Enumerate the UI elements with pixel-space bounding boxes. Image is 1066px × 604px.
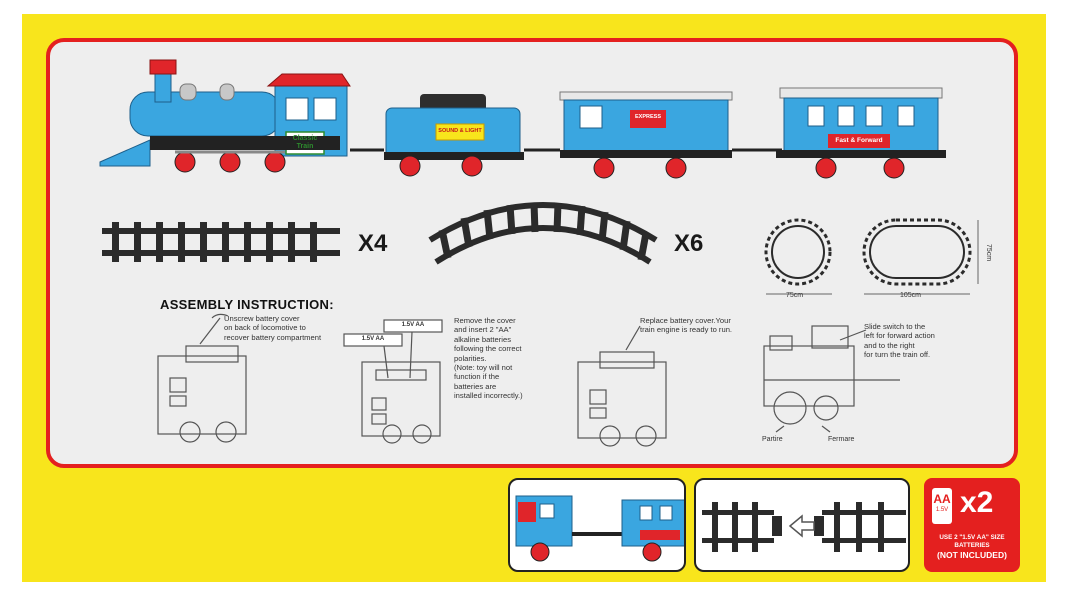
step1-instruction: Unscrew battery cover on back of locomot… [224, 314, 322, 342]
battery-label: 1.5V AA [401, 322, 425, 328]
wheel [461, 155, 483, 177]
locomotive-chassis [150, 136, 340, 150]
assembly-heading: ASSEMBLY INSTRUCTION: [160, 297, 334, 312]
locomotive [99, 59, 351, 173]
coach-window [837, 105, 855, 127]
switch-off-label: Fermare [828, 436, 855, 443]
curved-track-piece [428, 202, 658, 265]
wagon-label-text: EXPRESS [635, 114, 661, 120]
step2-instruction: Remove the cover and insert 2 "AA" alkal… [454, 316, 523, 401]
wheel [264, 151, 286, 173]
battery-icon: AA 1.5V [932, 488, 952, 524]
battery-requirement-badge: AA 1.5V x2 USE 2 "1.5V AA" SIZE BATTERIE… [924, 478, 1020, 572]
locomotive-dome [179, 83, 197, 101]
locomotive-dome [219, 83, 235, 101]
batteries-not-included: (NOT INCLUDED) [937, 550, 1007, 560]
wheel [399, 155, 421, 177]
coach-label-text: Fast & Forward [835, 137, 883, 144]
straight-track-count: X4 [358, 230, 388, 257]
coach-window [865, 105, 883, 127]
battery-count: x2 [960, 486, 994, 519]
wagon-roof [559, 91, 733, 101]
wheel [593, 157, 615, 179]
arrow-left-icon [788, 514, 815, 538]
circle-width-label: 75cm [786, 292, 804, 299]
tender-label-plate [435, 123, 485, 141]
step2-locomotive-drawing [343, 319, 443, 444]
locomotive-roof [266, 73, 351, 87]
step3-locomotive-drawing [577, 325, 667, 447]
locomotive-chimney [154, 71, 172, 103]
locomotive-window [313, 97, 337, 121]
battery-note: USE 2 "1.5V AA" SIZE BATTERIES [939, 534, 1005, 549]
wheel [815, 157, 837, 179]
coach-window [897, 105, 915, 127]
coach-label-plate [828, 134, 890, 148]
wheel [219, 151, 241, 173]
battery-label: 1.5V AA [361, 336, 385, 342]
locomotive-window [285, 97, 309, 121]
passenger-coach [732, 87, 946, 179]
locomotive-badge-text: Classic Train [292, 135, 318, 150]
curved-track-count: X6 [674, 230, 704, 257]
coach-window [807, 105, 825, 127]
tender [350, 94, 524, 177]
wagon-label-plate [630, 110, 666, 128]
circle-layout-diagram [764, 218, 979, 295]
track-connect-thumbnail [694, 478, 910, 572]
step4-instruction: Slide switch to the left for forward act… [864, 322, 935, 360]
coupling-thumbnail-drawing [515, 495, 684, 562]
straight-track-piece [102, 222, 340, 262]
wheel [174, 151, 196, 173]
express-wagon [524, 91, 733, 179]
coupling-thumbnail [508, 478, 686, 572]
track-connect-drawing [702, 502, 906, 552]
oval-width-label: 105cm [900, 292, 922, 299]
step4-switch-drawing [763, 325, 900, 433]
locomotive-chimney-top [149, 59, 177, 75]
coach-roof [779, 87, 943, 99]
locomotive-boiler [129, 91, 281, 137]
tender-label-text: SOUND & LIGHT [438, 128, 482, 134]
step1-locomotive-drawing [157, 313, 247, 443]
locomotive-cowcatcher [99, 139, 151, 167]
step3-instruction: Replace battery cover.Your train engine … [640, 316, 733, 335]
wheel [883, 157, 905, 179]
wheel [665, 157, 687, 179]
wagon-window [579, 105, 603, 129]
oval-height-label: 75cm [985, 244, 992, 262]
switch-forward-label: Partire [762, 436, 783, 443]
